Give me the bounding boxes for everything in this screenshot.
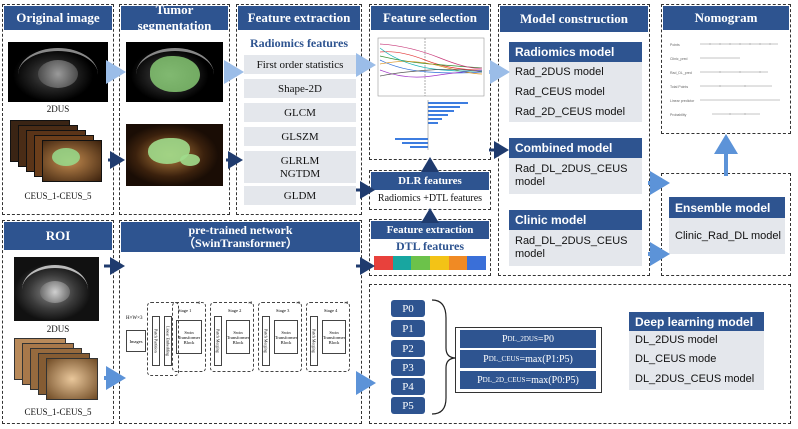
deep-learning-model-title: Deep learning model [629, 312, 764, 331]
dtl-color-strip [374, 256, 487, 270]
feature-item-first-order: First order statistics [244, 55, 356, 74]
rad-ceus-model: Rad_CEUS model [509, 82, 642, 102]
stage-4-block: Swin Transformer Block [322, 320, 346, 354]
dtl-swatch-3 [411, 256, 431, 270]
pretrained-title-line2: （SwinTransformer） [182, 236, 299, 250]
stage-1-block-frame [172, 302, 206, 372]
formula-0-post: =P0 [537, 333, 555, 345]
formula-1-post: =max(P1:P5) [519, 353, 573, 365]
stage-1-frame [147, 302, 179, 376]
feature-selection-title: Feature selection [371, 6, 489, 30]
pretrained-network-title: pre-trained network （SwinTransformer） [121, 222, 360, 252]
patch-merging-3: Patch Merging [262, 316, 270, 366]
rad-2d-ceus-model: Rad_2D_CEUS model [509, 102, 642, 122]
model-construction-title: Model construction [500, 6, 648, 32]
roi-ceus-stack [14, 338, 106, 400]
swin-architecture: H×W×3 Images Patch Partition Linear Embe… [124, 290, 358, 390]
ensemble-model-title: Ensemble model [669, 197, 785, 218]
nomogram-panel [661, 4, 791, 134]
stage-1-block: Swin Transformer Block [176, 320, 202, 354]
formula-1-pre: P [483, 353, 489, 365]
dtl-swatch-6 [467, 256, 487, 270]
nomogram-title: Nomogram [663, 6, 789, 30]
dlr-features-title: DLR features [371, 172, 489, 190]
combined-model-title: Combined model [509, 138, 642, 158]
combined-model-item: Rad_DL_2DUS_CEUS model [509, 158, 642, 194]
dtl-extraction-title: Feature extraction [371, 221, 489, 239]
p-value-1: P1 [391, 320, 425, 337]
feature-item-glcm: GLCM [244, 103, 356, 122]
original-caption-ceus: CEUS_1-CEUS_5 [24, 191, 92, 201]
dl-2dus-ceus-model: DL_2DUS_CEUS model [629, 369, 764, 390]
feature-item-gldm: GLDM [244, 186, 356, 205]
roi-panel [2, 220, 114, 424]
rad-2dus-model: Rad_2DUS model [509, 62, 642, 82]
stage-3-block: Swin Transformer Block [274, 320, 298, 354]
stage-3-label: Stage 3 [276, 308, 290, 313]
formula-2-sub: DL_2D_CEUS [482, 376, 526, 384]
original-caption-2dus: 2DUS [46, 104, 70, 114]
feature-extraction-title: Feature extraction [238, 6, 360, 30]
p-value-2: P2 [391, 340, 425, 357]
pretrained-title-line1: pre-trained network [188, 222, 293, 237]
original-image-panel [2, 4, 114, 215]
clinic-model-item: Rad_DL_2DUS_CEUS model [509, 230, 642, 266]
stage-4-label: Stage 4 [324, 308, 338, 313]
stage-3-frame [258, 302, 302, 372]
radiomics-model-title: Radiomics model [509, 42, 642, 62]
stage-2-block: Swin Transformer Block [226, 320, 250, 354]
arch-patch-partition: Patch Partition [152, 316, 160, 366]
p-value-5: P5 [391, 397, 425, 414]
arch-linear-embedding: Linear Embedding [164, 316, 172, 366]
ultrasound-2dus-image [8, 42, 108, 102]
deep-learning-panel [369, 284, 791, 424]
feature-item-glszm: GLSZM [244, 127, 356, 146]
dl-2dus-model: DL_2DUS model [629, 331, 764, 350]
model-construction-panel [498, 4, 650, 276]
formula-2-pre: P [477, 374, 483, 386]
dtl-swatch-4 [430, 256, 449, 270]
original-image-title: Original image [4, 6, 112, 30]
tumor-segmentation-panel [119, 4, 230, 215]
arch-images-box: Images [126, 330, 146, 352]
ceus-image-stack [10, 120, 110, 182]
roi-2dus-image [14, 257, 99, 321]
pretrained-network-panel [119, 220, 362, 424]
dtl-swatch-5 [448, 256, 468, 270]
formula-0-pre: P [501, 333, 508, 345]
patch-merging-2: Patch Merging [214, 316, 222, 366]
formula-0-sub: DL_2DUS [507, 335, 538, 343]
dtl-features-subtitle: DTL features [395, 239, 465, 253]
stage-1-label: Stage 1 [178, 308, 192, 313]
p-value-4: P4 [391, 378, 425, 395]
formula-1-sub: DL_CEUS [488, 355, 520, 363]
dtl-swatch-1 [374, 256, 393, 270]
radiomics-features-subtitle: Radiomics features [249, 36, 349, 50]
roi-title: ROI [4, 222, 112, 250]
dl-ceus-model: DL_CEUS mode [629, 350, 764, 369]
p-value-3: P3 [391, 359, 425, 376]
clinic-model-title: Clinic model [509, 210, 642, 230]
segmented-ceus-image [126, 124, 223, 186]
roi-caption-ceus: CEUS_1-CEUS_5 [24, 407, 92, 417]
stage-2-frame [210, 302, 254, 372]
stage-2-label: Stage 2 [228, 308, 242, 313]
roi-caption-2dus: 2DUS [46, 324, 70, 334]
stage-4-frame [306, 302, 350, 372]
dtl-swatch-2 [392, 256, 412, 270]
formula-2-post: =max(P0:P5) [525, 374, 579, 386]
patch-merging-4: Patch Merging [310, 316, 318, 366]
dlr-features-item: Radiomics +DTL features [377, 193, 483, 204]
segmented-2dus-image [126, 42, 223, 102]
tumor-segmentation-title: Tumor segmentation [121, 2, 228, 33]
arch-input-label: H×W×3 [126, 316, 143, 321]
feature-item-shape-2d: Shape-2D [244, 79, 356, 98]
feature-item-ngtdm-visible: NGTDM [244, 164, 356, 183]
p-value-0: P0 [391, 300, 425, 317]
ensemble-model-item: Clinic_Rad_DL model [669, 218, 785, 254]
feature-extraction-panel [236, 4, 362, 215]
